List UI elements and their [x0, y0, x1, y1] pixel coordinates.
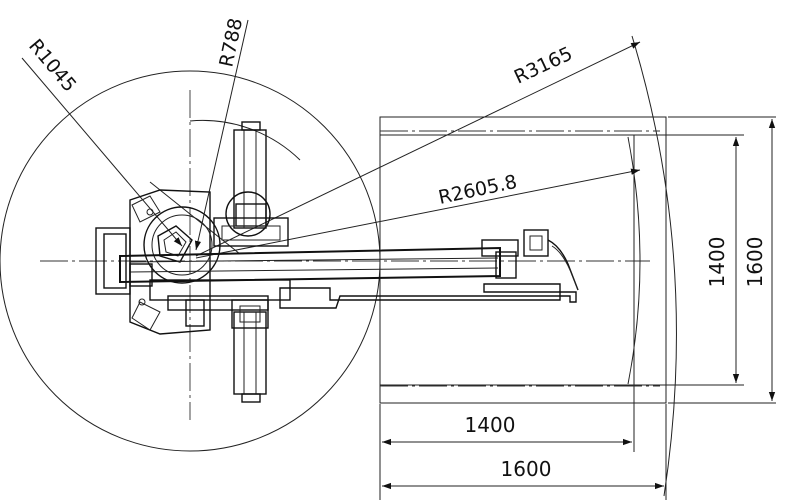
column-rails: [233, 121, 267, 403]
dimension-label-outer-width: 1600: [501, 457, 552, 481]
radius-label-r1045: R1045: [24, 35, 80, 96]
dimension-label-outer-height: 1600: [743, 237, 767, 288]
dimension-label-inner-width: 1400: [465, 413, 516, 437]
radius-label-r3165: R3165: [511, 43, 576, 89]
workspace-area: [379, 116, 776, 404]
radius-label-r2605: R2605.8: [436, 171, 519, 209]
inner-reach-arc: [627, 136, 641, 385]
outer-reach-arc: [631, 35, 677, 497]
main-arm: [119, 246, 501, 287]
dimension-lines: [379, 119, 776, 500]
robot-base: [95, 189, 221, 335]
inner-swing-arc: [189, 119, 301, 161]
radius-label-r788: R788: [215, 16, 247, 69]
dimension-label-inner-height: 1400: [705, 237, 729, 288]
shoulder-motor: [213, 191, 289, 247]
end-effector: [481, 229, 579, 291]
lower-arm: [149, 279, 577, 329]
